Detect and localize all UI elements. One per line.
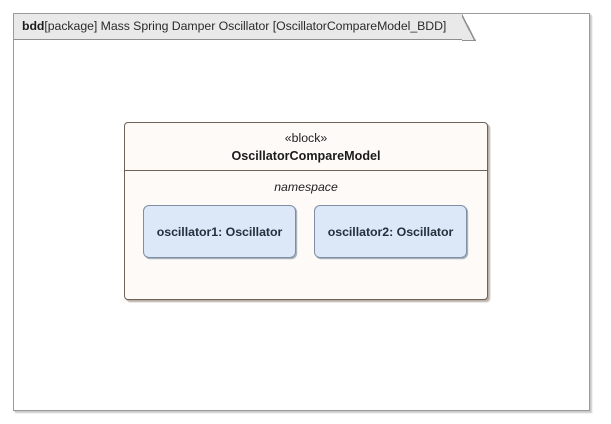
part-box-oscillator1[interactable]: oscillator1: Oscillator bbox=[143, 205, 296, 258]
namespace-compartment-label: namespace bbox=[274, 180, 338, 194]
diagram-name: [OscillatorCompareModel_BDD] bbox=[272, 19, 447, 33]
diagram-header-tab-clipped-corner bbox=[462, 14, 476, 41]
diagram-frame: bdd[package] Mass Spring Damper Oscillat… bbox=[13, 13, 590, 411]
part-label-oscillator1: oscillator1: Oscillator bbox=[156, 224, 283, 239]
part-label-oscillator2: oscillator2: Oscillator bbox=[327, 224, 454, 239]
diagram-package-name: Mass Spring Damper Oscillator bbox=[100, 19, 270, 33]
diagram-header-label: bdd[package] Mass Spring Damper Oscillat… bbox=[22, 14, 446, 39]
block-name-label: OscillatorCompareModel bbox=[231, 149, 381, 163]
block-oscillator-compare-model[interactable]: «block» OscillatorCompareModel namespace… bbox=[124, 122, 488, 300]
block-namespace-compartment: namespace oscillator1: Oscillator oscill… bbox=[125, 171, 487, 299]
parts-row: oscillator1: Oscillator oscillator2: Osc… bbox=[125, 205, 487, 265]
diagram-kind-keyword: bdd bbox=[22, 19, 45, 33]
diagram-scope-label: [package] bbox=[44, 19, 98, 33]
diagram-header-tab[interactable] bbox=[14, 14, 463, 40]
block-stereotype-label: «block» bbox=[284, 131, 328, 145]
block-header-compartment: «block» OscillatorCompareModel bbox=[125, 123, 487, 171]
part-box-oscillator2[interactable]: oscillator2: Oscillator bbox=[314, 205, 467, 258]
